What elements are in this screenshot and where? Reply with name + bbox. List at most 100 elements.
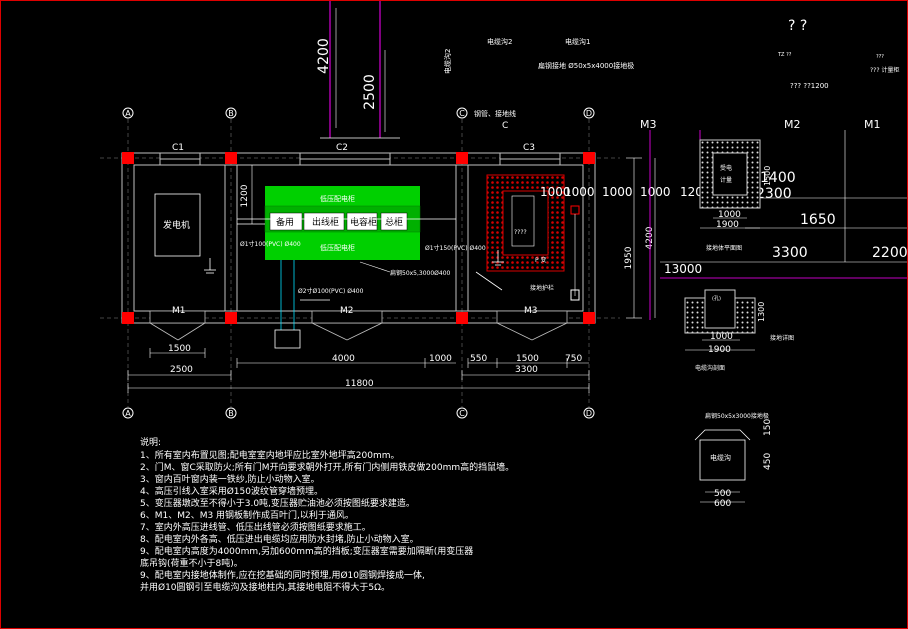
right-1500: 1500 xyxy=(763,166,772,186)
cab1-label: 备用 xyxy=(276,216,294,228)
label-small-r3: ??? xyxy=(876,54,884,60)
walls xyxy=(121,152,596,324)
right-2300: 2300 xyxy=(756,186,792,202)
label-pipe: 钢管、接地线 xyxy=(474,109,516,118)
window-c1: C1 xyxy=(172,143,184,153)
note-1: 1、所有室内布置见图;配电室室内地坪应比室外地坪高200mm。 xyxy=(140,451,400,461)
dim-1500b: 1500 xyxy=(516,354,539,364)
door-m3: M3 xyxy=(524,306,538,316)
right-3300: 3300 xyxy=(772,245,808,261)
pit-text: 电缆沟 xyxy=(710,453,731,462)
right-120: 120 xyxy=(680,185,703,199)
axis-bubbles: A B C D A B C D xyxy=(122,107,595,419)
right-1000d: 1000 xyxy=(640,185,671,199)
dim-4000: 4000 xyxy=(332,354,355,364)
right-13000: 13000 xyxy=(664,262,702,276)
pit-450: 450 xyxy=(763,453,773,470)
axis-c-top: C xyxy=(459,109,465,118)
right-1000a: 1000 xyxy=(540,185,571,199)
note-3: 3、窗内百叶窗内装一铁纱,防止小动物入室。 xyxy=(140,475,320,485)
trans3-label: 接地护栏 xyxy=(530,284,554,292)
right-1900b: 1900 xyxy=(708,345,731,355)
dim-11800: 11800 xyxy=(345,379,374,389)
pit-label: 扁钢50x5x3000接地极 xyxy=(705,412,769,420)
room-dim-1950: 1950 xyxy=(624,246,634,269)
door-labels: M1 M2 M3 xyxy=(172,306,538,316)
right-1400: 1400 xyxy=(760,170,796,186)
right-m2: M2 xyxy=(784,118,801,131)
pipe2-label: Ø1寸150(PVC) Ø400 xyxy=(425,244,486,252)
label-small-r1: TZ ?? xyxy=(777,52,792,58)
cab3-label: 电容柜 xyxy=(350,216,377,228)
label-small-r2: ??? 计量柜 xyxy=(870,66,899,74)
dim-550: 550 xyxy=(470,354,487,364)
trans-label: ???? xyxy=(514,229,527,236)
pit-600: 600 xyxy=(714,499,731,509)
axis-d-bottom: D xyxy=(586,409,592,418)
axis-a-bottom: A xyxy=(125,409,131,418)
label-steel: 扁钢接地 Ø50x5x4000接地极 xyxy=(538,61,634,70)
right-sx1: 受电 xyxy=(720,164,732,172)
pipe1-label: Ø1寸100(PVC) Ø400 xyxy=(240,240,301,248)
note-2: 2、门M、窗C采取防火;所有门M开向要求朝外打开,所有门内侧用铁皮做200mm高… xyxy=(140,463,515,473)
note-11: 9、配电室内接地体制作,应在挖基础的同时预埋,用Ø10圆钢焊接成一体, xyxy=(140,571,425,581)
axis-a-top: A xyxy=(125,109,131,118)
label-left-vert: 电缆沟2 xyxy=(443,49,452,74)
label-code: ??? ??1200 xyxy=(790,82,829,90)
right-1650: 1650 xyxy=(800,212,836,228)
window-c3: C3 xyxy=(523,143,535,153)
cable-trench xyxy=(274,260,330,349)
dim-2500-top: 2500 xyxy=(362,74,378,110)
right-2200: 2200 xyxy=(872,245,908,261)
cab-top-label: 低压配电柜 xyxy=(320,194,355,203)
dim-2500: 2500 xyxy=(170,365,193,375)
room-dim-1200: 1200 xyxy=(240,184,250,207)
label-cable-m1: 电缆沟1 xyxy=(565,37,590,46)
sect1-label: 电缆沟剖面 xyxy=(695,364,725,372)
door-m1: M1 xyxy=(172,306,186,316)
note-0: 说明: xyxy=(140,438,162,448)
top-area: 4200 2500 ? ? 电缆沟2 电缆沟1 扁钢接地 Ø50x5x4000接… xyxy=(316,0,899,139)
dim-4200-top: 4200 xyxy=(316,38,332,74)
trans2-label: P 变 xyxy=(535,256,547,264)
note-8: 8、配电室内外各高、低压进出电缆均应用防水封堵,防止小动物入室。 xyxy=(140,535,419,545)
steel2-label: 扁钢50x5,3000Ø400 xyxy=(390,269,451,277)
note-7: 7、室内外高压进线管、低压出线管必须按图纸要求施工。 xyxy=(140,523,371,533)
right-m1: M1 xyxy=(864,118,881,131)
window-labels: C1 C2 C3 xyxy=(172,143,535,153)
right-1300: 1300 xyxy=(757,302,766,322)
bottom-dims: 1500 4000 1000 550 1500 750 2500 3300 11… xyxy=(127,344,590,393)
axis-d-top: D xyxy=(586,109,592,118)
note-12: 并用Ø10圆钢引至电缆沟及接地柱内,其接地电阻不得大于5Ω。 xyxy=(140,583,391,593)
cab2-label: 出线柜 xyxy=(312,216,339,228)
hole-text: (孔) xyxy=(712,295,721,302)
right-1000f: 1000 xyxy=(710,332,733,342)
dim-1000: 1000 xyxy=(429,354,452,364)
right-1000b: 1000 xyxy=(564,185,595,199)
switchgear: 低压配电柜 低压配电柜 备用 出线柜 电容柜 总柜 xyxy=(237,186,456,260)
columns xyxy=(122,152,595,324)
right-1900: 1900 xyxy=(716,220,739,230)
plan2-label: 接地详图 xyxy=(770,334,794,342)
right-1000e: 1000 xyxy=(718,210,741,220)
note-6: 6、M1、M2、M3 用钢板制作成百叶门,以利于通风。 xyxy=(140,511,354,521)
pit-150: 150 xyxy=(763,419,773,436)
note-4: 4、高压引线入室采用Ø150波纹管穿墙预埋。 xyxy=(140,487,323,497)
window-c2: C2 xyxy=(336,143,348,153)
dim-1500a: 1500 xyxy=(168,344,191,354)
pipe3-label: Ø2寸Ø100(PVC) Ø400 xyxy=(298,287,364,295)
right-1000c: 1000 xyxy=(602,185,633,199)
right-m3: M3 xyxy=(640,118,657,131)
door-m2: M2 xyxy=(340,306,354,316)
cab4-label: 总柜 xyxy=(385,216,403,228)
label-c-axis: C xyxy=(502,121,508,131)
dim-750: 750 xyxy=(565,354,582,364)
generator-label: 发电机 xyxy=(163,219,190,231)
pit-500: 500 xyxy=(714,489,731,499)
doors xyxy=(149,310,568,341)
cab-bottom-label: 低压配电柜 xyxy=(320,243,355,252)
right-area: M3 M2 M1 1000 1000 1000 1000 120 13000 1… xyxy=(540,118,908,509)
axis-c-bottom: C xyxy=(459,409,465,418)
generator: 发电机 xyxy=(154,193,216,274)
